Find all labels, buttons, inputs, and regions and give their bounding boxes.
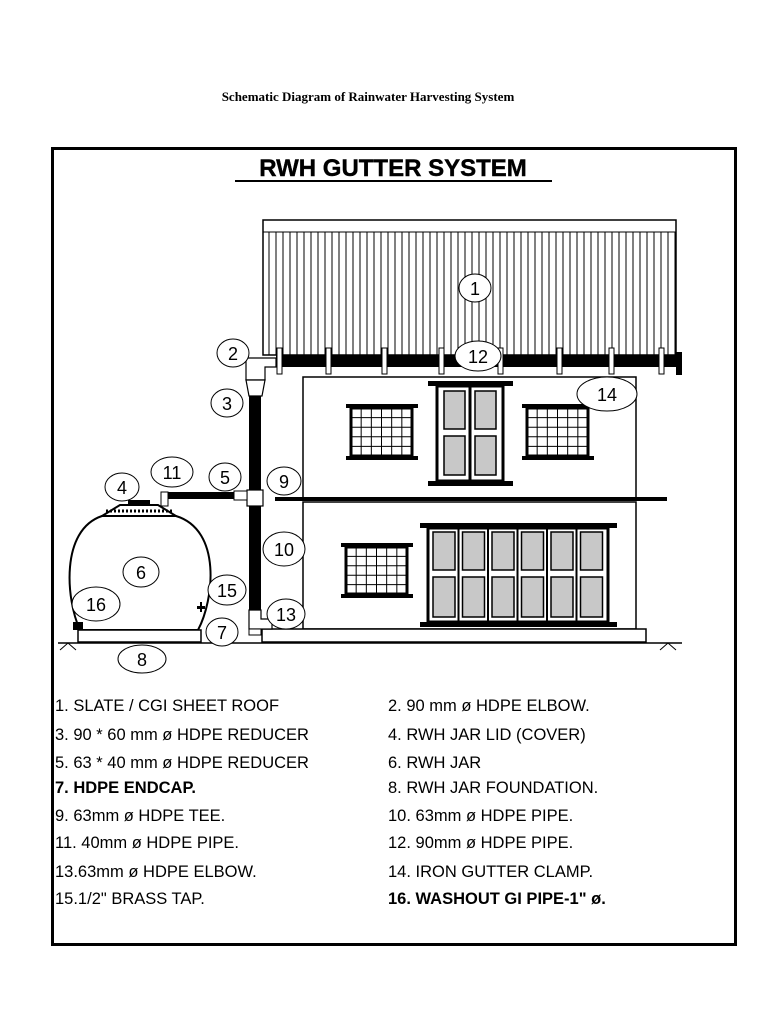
jar-foundation — [77, 629, 202, 643]
endcap — [248, 628, 262, 636]
legend-item-3: 3. 90 * 60 mm ø HDPE REDUCER — [55, 726, 309, 744]
legend-item-12: 12. 90mm ø HDPE PIPE. — [388, 834, 574, 852]
reducer-90x60 — [245, 379, 266, 397]
legend-item-13: 13.63mm ø HDPE ELBOW. — [55, 863, 257, 881]
svg-text:12: 12 — [468, 347, 488, 367]
callout-15: 15 — [207, 574, 247, 606]
door-lower — [420, 523, 617, 627]
window-upper-right — [522, 404, 594, 460]
callout-2: 2 — [216, 338, 250, 368]
callout-7: 7 — [205, 617, 239, 647]
callout-5: 5 — [208, 462, 242, 492]
svg-text:10: 10 — [274, 540, 294, 560]
gutter-end-cap — [676, 352, 682, 375]
house-plinth — [261, 628, 647, 643]
window-lower-left — [341, 543, 413, 598]
tee-63mm — [246, 489, 264, 507]
callout-13: 13 — [266, 598, 306, 630]
downpipe-system — [160, 357, 277, 636]
ground-mark-right — [659, 642, 677, 651]
elbow-90mm — [245, 357, 277, 381]
callout-8: 8 — [117, 644, 167, 674]
legend-item-9: 9. 63mm ø HDPE TEE. — [55, 807, 226, 825]
inlet-pipe-down — [160, 491, 169, 507]
svg-text:1: 1 — [470, 279, 480, 299]
jar-lid-knob — [128, 500, 150, 505]
legend-item-8: 8. RWH JAR FOUNDATION. — [388, 779, 599, 797]
legend-item-15: 15.1/2" BRASS TAP. — [55, 890, 205, 908]
callout-3: 3 — [210, 388, 244, 418]
downpipe-upper — [249, 396, 261, 490]
svg-text:2: 2 — [228, 344, 238, 364]
callout-16: 16 — [71, 586, 121, 622]
svg-text:14: 14 — [597, 385, 617, 405]
callout-10: 10 — [262, 531, 306, 567]
svg-text:13: 13 — [276, 605, 296, 625]
legend-item-7: 7. HDPE ENDCAP. — [55, 779, 196, 797]
legend-item-10: 10. 63mm ø HDPE PIPE. — [388, 807, 574, 825]
svg-text:5: 5 — [220, 468, 230, 488]
diagram-title: RWH GUTTER SYSTEM — [259, 155, 527, 182]
legend-item-1: 1. SLATE / CGI SHEET ROOF — [55, 697, 280, 715]
reducer-63x40 — [233, 490, 248, 501]
legend-item-5: 5. 63 * 40 mm ø HDPE REDUCER — [55, 754, 309, 772]
window-upper-left — [346, 404, 418, 460]
legend-item-14: 14. IRON GUTTER CLAMP. — [388, 863, 594, 881]
door-upper — [428, 381, 513, 486]
svg-text:11: 11 — [163, 463, 182, 483]
gutter-clamps — [276, 347, 665, 375]
pipe-40mm — [168, 492, 234, 499]
legend-item-6: 6. RWH JAR — [388, 754, 482, 772]
callouts: 1 2 3 4 5 6 7 8 9 10 11 12 13 14 15 16 — [71, 273, 638, 674]
roof-corrugations — [268, 232, 676, 355]
legend-item-2: 2. 90 mm ø HDPE ELBOW. — [388, 697, 590, 715]
legend-item-4: 4. RWH JAR LID (COVER) — [388, 726, 586, 744]
legend-item-16: 16. WASHOUT GI PIPE-1" ø. — [388, 890, 606, 908]
svg-text:7: 7 — [217, 623, 227, 643]
callout-11: 11 — [150, 456, 194, 488]
svg-text:15: 15 — [217, 581, 237, 601]
washout-pipe — [73, 622, 83, 630]
svg-text:9: 9 — [279, 472, 289, 492]
figure-caption: Schematic Diagram of Rainwater Harvestin… — [221, 89, 515, 104]
callout-9: 9 — [266, 466, 302, 496]
svg-text:6: 6 — [136, 563, 146, 583]
ground-mark-left — [59, 642, 77, 651]
callout-14: 14 — [576, 376, 638, 412]
legend-item-11: 11. 40mm ø HDPE PIPE. — [55, 834, 239, 852]
callout-6: 6 — [122, 556, 160, 588]
callout-1: 1 — [458, 273, 492, 303]
svg-text:4: 4 — [117, 478, 127, 498]
svg-text:3: 3 — [222, 394, 232, 414]
downpipe-lower — [249, 506, 261, 610]
diagram-frame — [51, 147, 737, 946]
callout-4: 4 — [104, 472, 140, 502]
svg-text:16: 16 — [86, 595, 106, 615]
svg-text:8: 8 — [137, 650, 147, 670]
callout-12: 12 — [454, 340, 502, 372]
